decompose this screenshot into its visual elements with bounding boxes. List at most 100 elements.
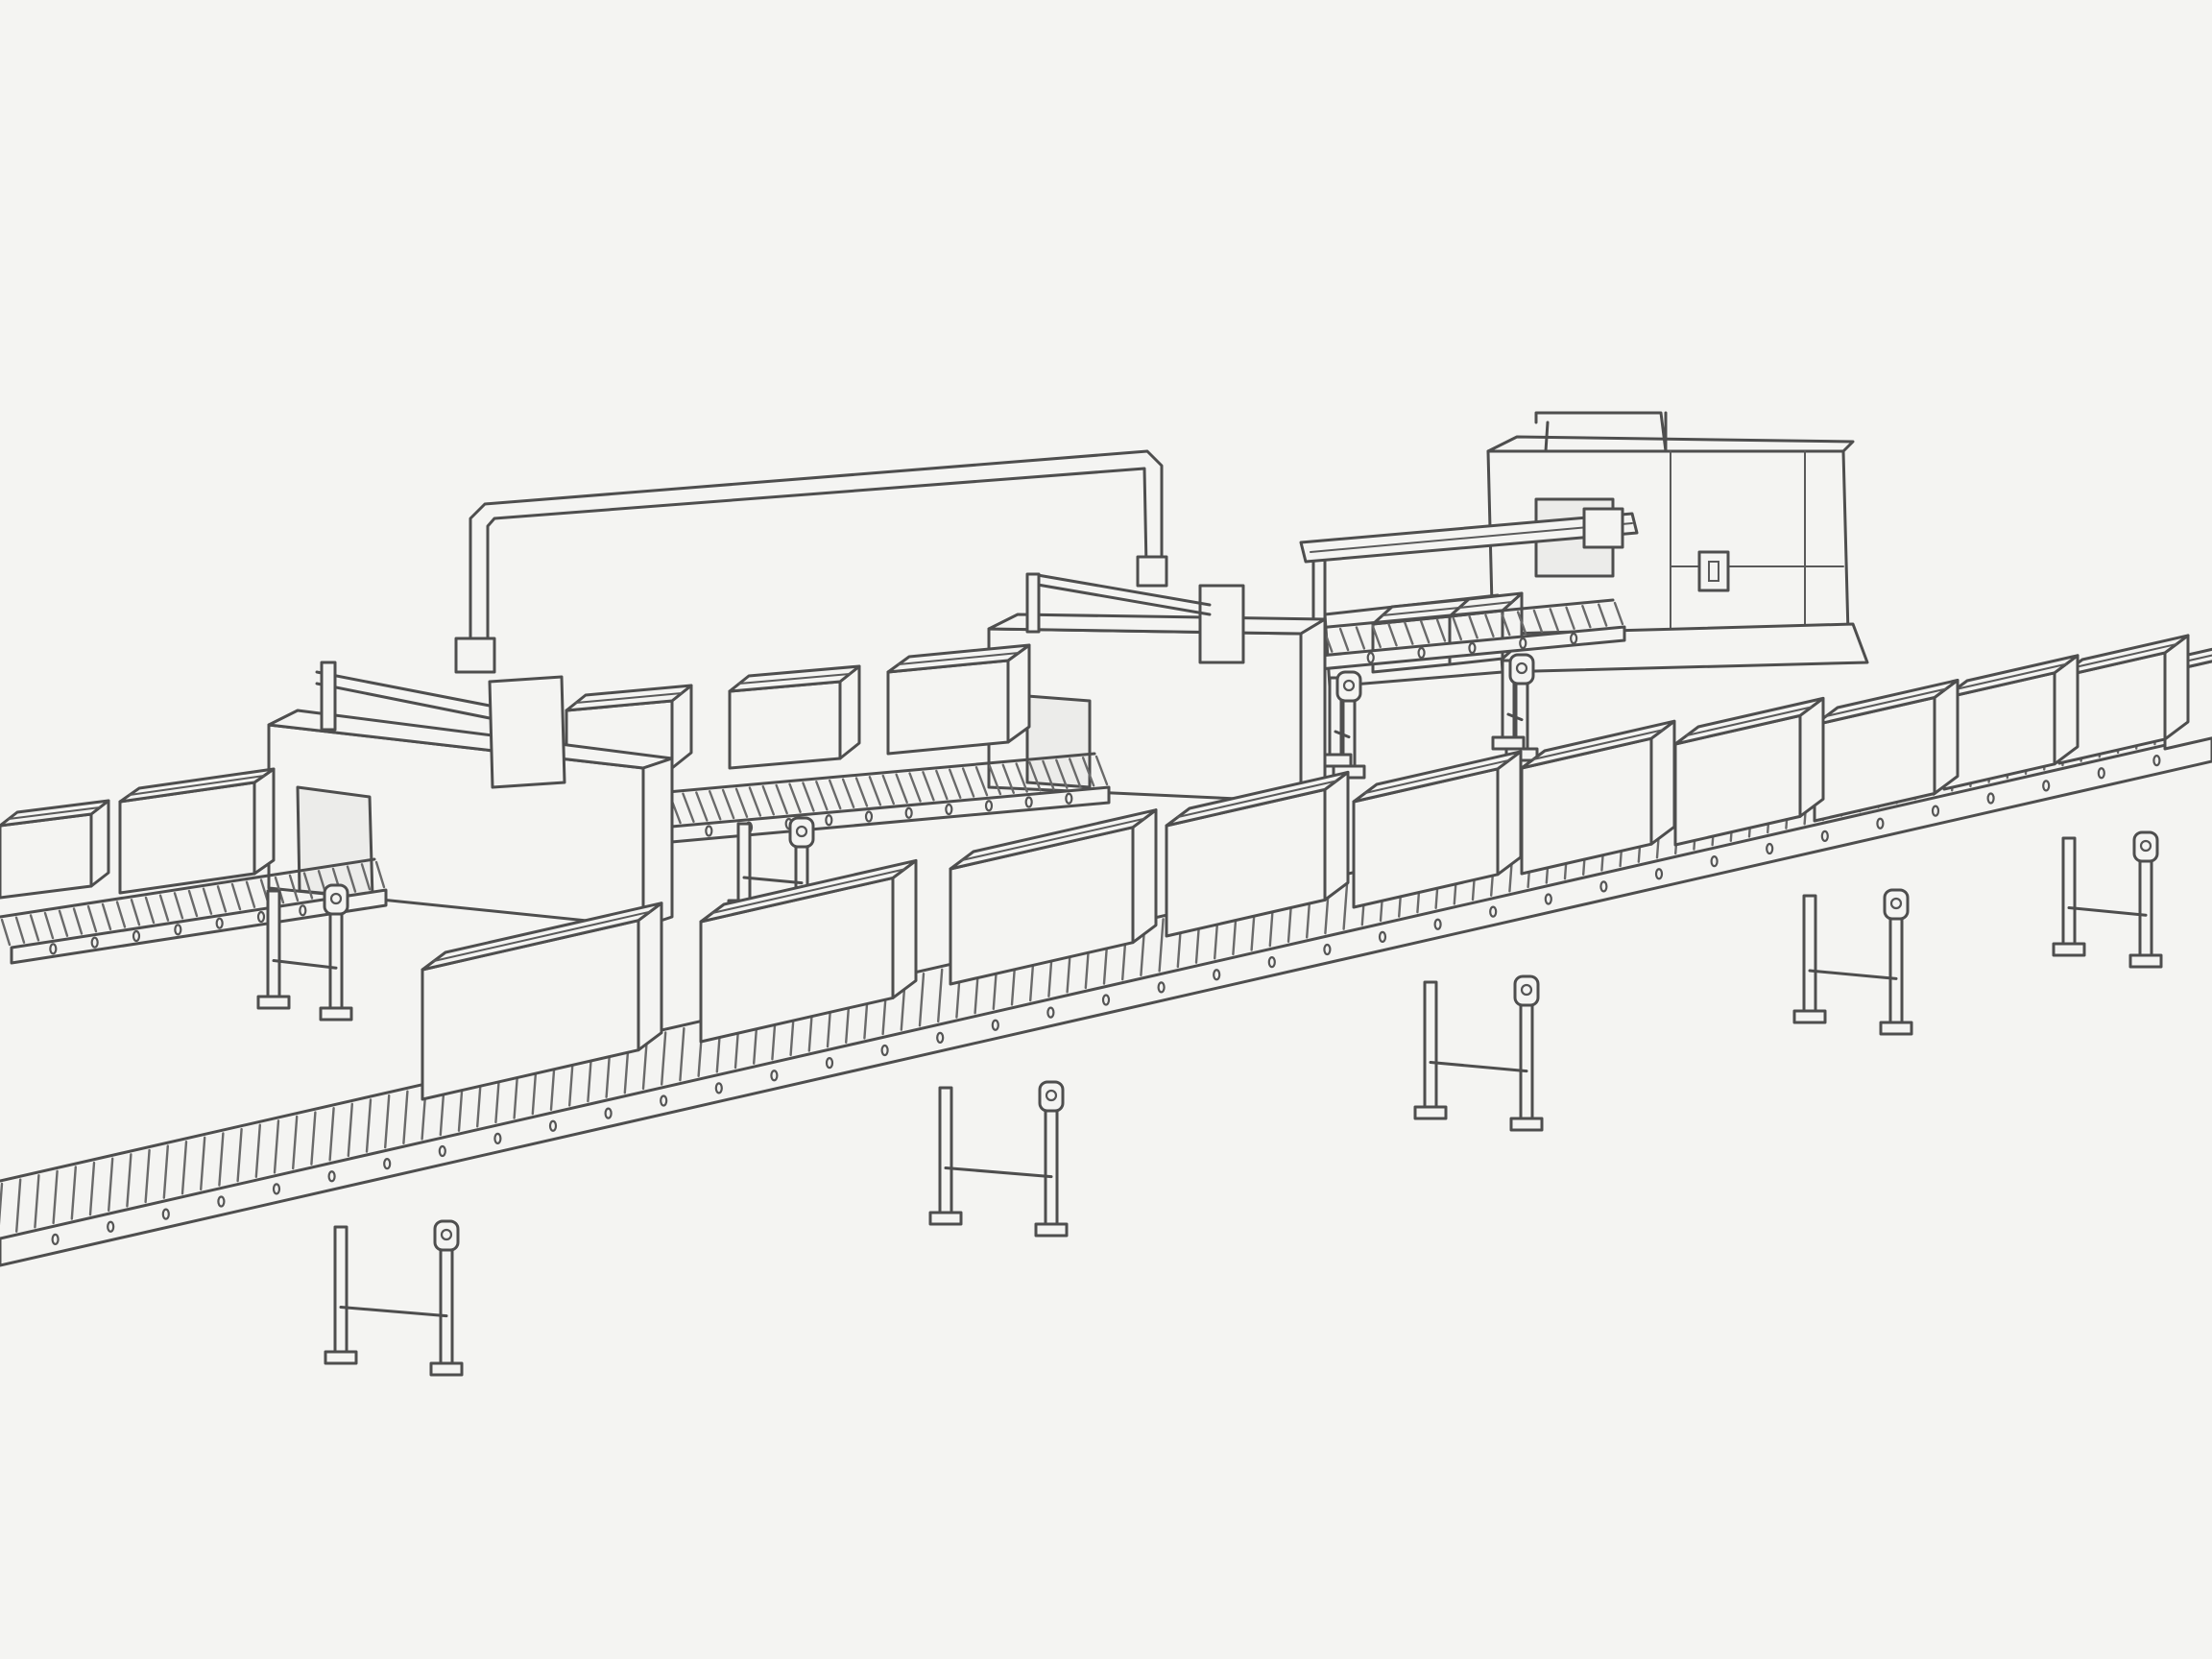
conveyor-roller: [402, 1090, 409, 1144]
bolt-hole: [2042, 780, 2051, 792]
machine-tunnel-opening: [296, 785, 374, 900]
bolt-hole: [1366, 651, 1375, 664]
bracket-bolt: [1045, 1089, 1058, 1102]
bolt-hole: [770, 1070, 779, 1082]
machine-arm: [315, 682, 492, 720]
conveyor-roller: [1015, 762, 1028, 793]
conveyor-roller: [384, 1094, 391, 1149]
conveyor-roller: [1371, 624, 1382, 649]
conveyor-roller: [1387, 623, 1398, 647]
leg-crossbar: [339, 1306, 448, 1318]
box-tape-seam: [1364, 758, 1510, 794]
leg-foot: [2128, 953, 2163, 969]
bolt-hole: [945, 803, 953, 816]
conveyor-roller: [14, 916, 26, 944]
bracket-bolt: [1520, 983, 1533, 997]
support-leg: [1792, 888, 1913, 1036]
leg-bracket: [1883, 888, 1910, 921]
bolt-hole: [880, 1044, 889, 1057]
conveyor-roller: [288, 874, 300, 902]
conveyor-roller: [365, 1098, 373, 1153]
overhead-pipe-inner: [486, 467, 1148, 664]
front-conveyor: [0, 634, 2212, 1377]
pipe-coupling: [454, 637, 496, 674]
conveyor-roller: [1597, 603, 1608, 627]
conveyor-roller: [841, 778, 855, 808]
box-front-face: [886, 659, 1010, 756]
bolt-hole: [1046, 1006, 1055, 1019]
conveyor-roller: [328, 1107, 335, 1162]
conveyor-roller: [918, 973, 926, 1027]
conveyor-roller: [346, 865, 357, 893]
conveyor-roller: [868, 776, 882, 806]
conveyor-roller: [1613, 601, 1624, 626]
conveyor-roller: [1028, 761, 1042, 792]
conveyor-roller: [1419, 619, 1431, 644]
conveyor-roller: [162, 1144, 170, 1199]
bolt-hole: [604, 1107, 613, 1119]
bracket-bolt: [1889, 897, 1903, 910]
leg-bracket: [1513, 974, 1540, 1007]
leg-crossbar: [944, 1166, 1053, 1179]
cardboard-box: [728, 664, 861, 770]
cardboard-box: [421, 902, 663, 1101]
box-side-face: [1131, 808, 1158, 945]
machine-arm: [1030, 582, 1212, 616]
leg-foot: [1792, 1009, 1827, 1024]
conveyor-roller: [949, 768, 962, 799]
box-side-face: [891, 858, 918, 999]
conveyor-roller: [245, 880, 256, 908]
sealing-machine: [987, 555, 1327, 804]
conveyor-roller: [216, 885, 228, 913]
cardboard-box: [0, 799, 110, 900]
conveyor-roller: [72, 907, 84, 935]
support-leg: [2052, 830, 2163, 969]
conveyor-roller: [908, 772, 922, 803]
conveyor-roller: [70, 1166, 78, 1220]
bolt-hole: [991, 1019, 999, 1031]
cardboard-box: [1813, 679, 1960, 823]
box-tape-seam: [1825, 687, 1947, 717]
bracket-bolt: [2139, 839, 2152, 853]
bolt-hole: [327, 1170, 336, 1183]
bolt-hole: [705, 825, 713, 837]
bolt-hole: [49, 943, 58, 955]
bolt-hole: [1986, 792, 1995, 805]
box-side-face: [1798, 696, 1825, 818]
box-tape-seam: [433, 910, 651, 962]
bolt-hole: [714, 1082, 723, 1094]
conveyor-roller: [1501, 612, 1511, 637]
box-side-face: [1496, 750, 1523, 877]
bolt-hole: [383, 1158, 392, 1170]
conveyor-roller: [58, 909, 69, 937]
left-infeed-conveyor: [0, 857, 388, 965]
overhead-pipe: [469, 449, 1164, 664]
support-leg: [928, 1080, 1069, 1238]
leg-post: [1044, 1097, 1059, 1226]
box-tape-seam: [1382, 607, 1460, 616]
bolt-hole: [1544, 893, 1552, 905]
leg-foot: [2052, 942, 2086, 957]
leg-post: [2061, 836, 2077, 946]
control-box: [1697, 550, 1730, 592]
leg-crossbar: [1506, 712, 1524, 722]
leg-bracket: [1508, 653, 1535, 685]
bolt-hole: [1213, 969, 1221, 981]
leg-foot: [1509, 1117, 1544, 1132]
leg-post: [439, 1237, 454, 1365]
box-side-face: [1649, 719, 1676, 846]
bolt-hole: [1024, 796, 1033, 808]
conveyor-roller: [1042, 759, 1055, 791]
cardboard-box: [118, 767, 276, 895]
bracket-bolt: [1515, 661, 1528, 675]
bolt-hole: [2152, 755, 2161, 767]
bolt-hole: [1417, 646, 1426, 660]
machine-tunnel-opening: [1025, 694, 1092, 789]
leg-bracket: [2132, 830, 2159, 863]
box-front-face: [0, 812, 93, 900]
conveyor-roller: [1342, 876, 1349, 930]
leg-foot: [1879, 1021, 1913, 1036]
conveyor-roller: [360, 863, 372, 891]
bolt-hole: [132, 929, 141, 943]
control-switch: [1708, 561, 1719, 582]
